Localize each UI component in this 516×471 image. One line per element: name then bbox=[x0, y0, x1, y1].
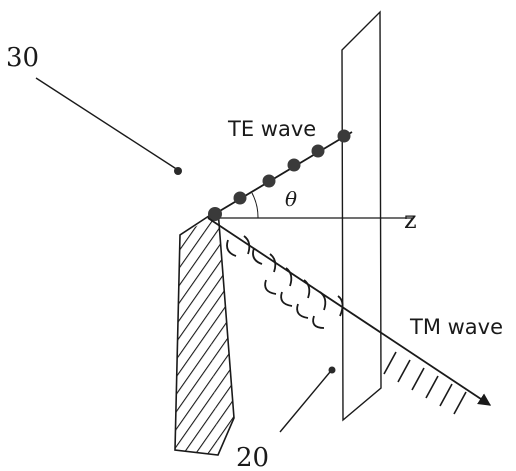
label-z-axis: z bbox=[404, 206, 417, 234]
te-wave-dot bbox=[262, 174, 276, 188]
label-theta: θ bbox=[285, 187, 297, 211]
tm-curl-mark bbox=[269, 253, 277, 273]
leader-dot-30 bbox=[174, 167, 182, 175]
leader-dot-20 bbox=[328, 366, 336, 374]
tm-curl-mark bbox=[296, 303, 309, 319]
te-wave-dot bbox=[233, 191, 247, 205]
leader-line-30 bbox=[35, 77, 179, 171]
tm-curl-mark bbox=[303, 279, 311, 299]
tm-curl-mark bbox=[312, 315, 325, 329]
label-20: 20 bbox=[236, 443, 269, 471]
plain-plate-20 bbox=[341, 10, 382, 422]
tm-curl-mark bbox=[280, 291, 293, 307]
tm-curl-mark bbox=[337, 295, 344, 317]
te-wave-line bbox=[207, 131, 353, 219]
tm-tick-mark bbox=[383, 351, 397, 375]
tm-curl-mark bbox=[264, 279, 277, 295]
tm-wave bbox=[207, 217, 492, 415]
label-30: 30 bbox=[6, 43, 39, 73]
tm-tick-mark bbox=[411, 367, 425, 391]
tm-tick-mark bbox=[439, 383, 453, 407]
te-wave-dot bbox=[287, 158, 301, 172]
te-wave-dot bbox=[208, 207, 222, 221]
tm-curl-mark bbox=[226, 239, 237, 257]
tm-tick-mark bbox=[397, 359, 411, 383]
te-wave-dot bbox=[337, 129, 351, 143]
label-te-wave: TE wave bbox=[227, 117, 316, 141]
tm-curl-mark bbox=[319, 291, 327, 311]
tm-curl-mark bbox=[285, 267, 293, 287]
tm-wave-line bbox=[207, 217, 492, 406]
tm-tick-mark bbox=[453, 391, 467, 415]
leader-line-20 bbox=[279, 371, 331, 433]
angle-arc bbox=[251, 192, 259, 219]
label-tm-wave: TM wave bbox=[409, 315, 503, 339]
hatched-plate-30 bbox=[174, 208, 235, 456]
tm-curl-mark bbox=[243, 235, 251, 255]
tm-curl-mark bbox=[252, 247, 263, 265]
te-wave-dot bbox=[311, 144, 325, 158]
te-wave bbox=[207, 129, 353, 221]
tm-tick-mark bbox=[425, 375, 439, 399]
